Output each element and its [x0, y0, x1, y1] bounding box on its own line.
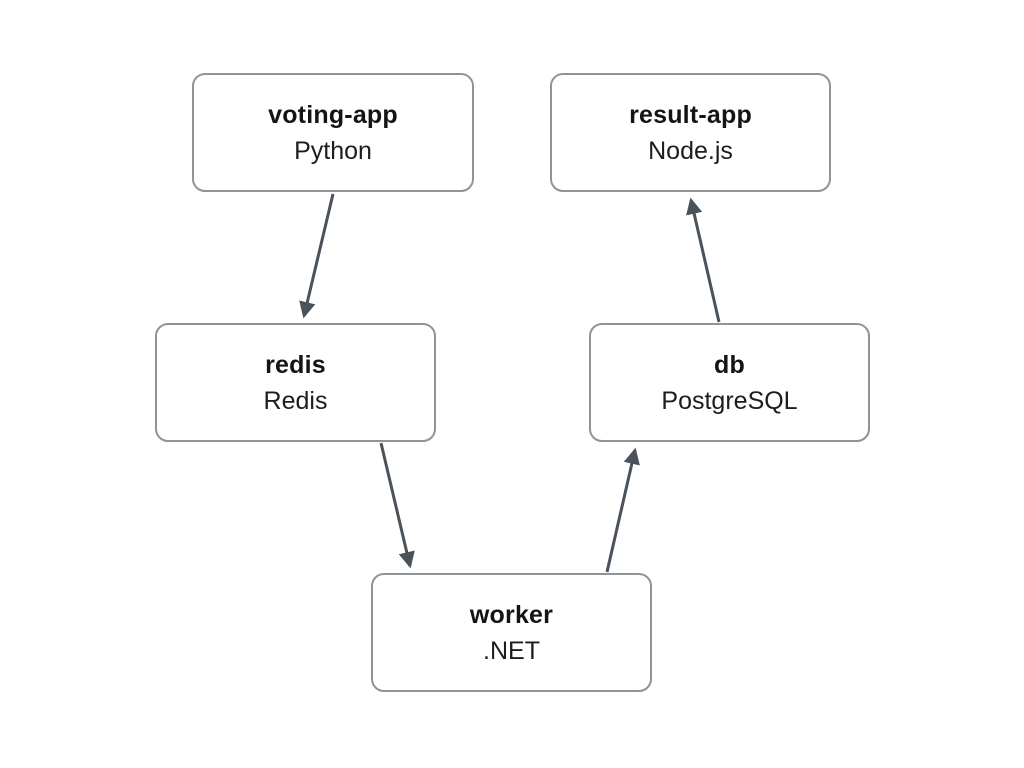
node-redis-title: redis	[265, 350, 326, 379]
edge-worker-to-db	[605, 447, 640, 573]
node-voting-app-subtitle: Python	[294, 136, 372, 165]
node-worker: worker .NET	[371, 573, 652, 692]
node-redis-subtitle: Redis	[263, 386, 328, 415]
node-voting-app-title: voting-app	[268, 100, 398, 129]
node-worker-subtitle: .NET	[483, 636, 540, 665]
node-result-app: result-app Node.js	[550, 73, 831, 192]
node-db: db PostgreSQL	[589, 323, 870, 442]
node-db-subtitle: PostgreSQL	[661, 386, 798, 415]
node-voting-app: voting-app Python	[192, 73, 474, 192]
node-db-title: db	[714, 350, 745, 379]
edge-voting-app-to-redis	[299, 193, 335, 319]
node-worker-title: worker	[469, 600, 554, 629]
node-result-app-title: result-app	[629, 100, 752, 129]
node-result-app-subtitle: Node.js	[648, 136, 733, 165]
node-redis: redis Redis	[155, 323, 436, 442]
edge-redis-to-worker	[379, 442, 415, 569]
edge-db-to-result-app	[686, 197, 721, 323]
